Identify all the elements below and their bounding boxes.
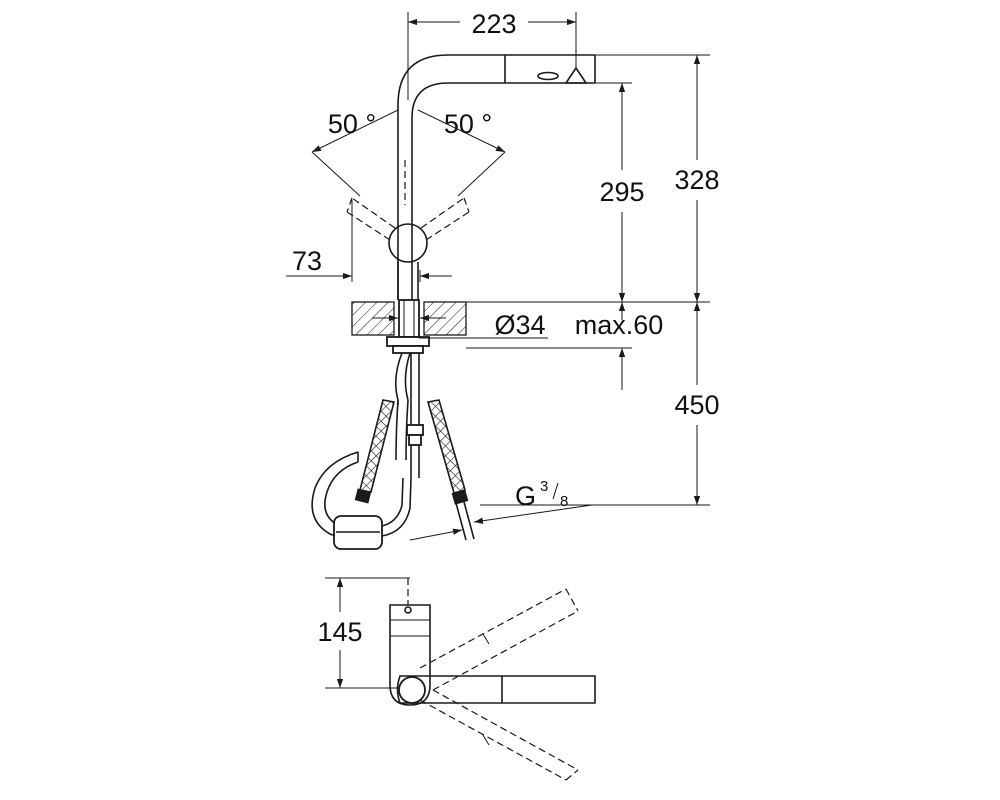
dim-lever-clearance: 73: [292, 246, 322, 276]
faucet-plan-view: [325, 577, 596, 781]
svg-text:G: G: [515, 481, 536, 511]
mounting-shank: [398, 299, 420, 338]
spout-outline: [397, 54, 595, 300]
svg-text:8: 8: [560, 493, 568, 510]
dim-height-outlet: 295: [599, 177, 644, 207]
lever-knob: [388, 223, 428, 263]
dim-max-deck: max.60: [575, 310, 664, 340]
dim-angle-right: 50 °: [444, 109, 492, 139]
dim-hose-length: 450: [674, 390, 719, 420]
dim-total-height: 328: [674, 165, 719, 195]
dim-angle-left: 50 °: [328, 109, 376, 139]
dim-connection-thread: G 3 8: [515, 478, 568, 511]
pullout-hose: [394, 352, 411, 405]
lever-swing-right: [420, 197, 470, 241]
plan-swivel-ghost-down: [419, 689, 579, 781]
braided-hose-left: [359, 399, 395, 493]
spray-nozzle: [537, 71, 559, 81]
braided-hose-right: [426, 399, 466, 494]
lever-swing-left: [346, 197, 396, 241]
plan-spout: [396, 675, 596, 704]
faucet-front-view: [346, 54, 596, 354]
dim-plan-depth: 145: [317, 617, 362, 647]
plan-body: [389, 604, 431, 706]
spout-inner-outline: [411, 82, 595, 300]
dimension-lines: [286, 12, 710, 541]
spout-head: [504, 55, 596, 83]
spray-head-tip: [564, 66, 588, 84]
plan-swivel-ghost-up: [419, 588, 579, 691]
svg-text:3: 3: [540, 478, 548, 495]
supply-hoses: [311, 352, 475, 550]
dim-spout-reach: 223: [471, 9, 516, 39]
dim-hole-diameter: Ø34: [494, 310, 545, 340]
